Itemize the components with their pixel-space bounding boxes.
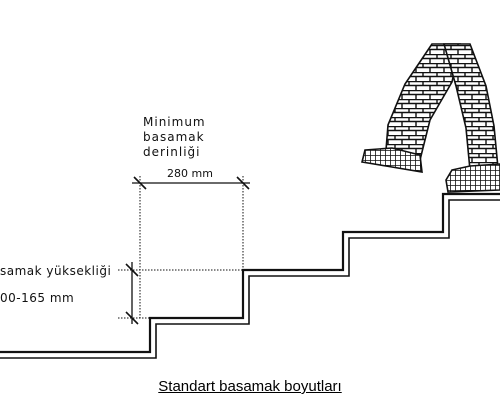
rear-shoe <box>361 147 423 173</box>
height-title-label: samak yüksekliği <box>0 264 111 278</box>
figure-caption-text: Standart basamak boyutları <box>158 378 342 395</box>
staircase-outer-line <box>0 192 500 354</box>
depth-dimension <box>132 176 250 318</box>
depth-title: Minimum basamak derinliği <box>143 115 206 159</box>
front-leg <box>442 43 499 171</box>
depth-title-line1: Minimum <box>143 115 206 129</box>
depth-title-line2: basamak <box>143 130 205 144</box>
figure-caption: Standart basamak boyutları <box>0 378 500 395</box>
staircase-profile <box>0 192 500 359</box>
height-value-label: 00-165 mm <box>0 291 74 305</box>
height-dimension <box>118 262 243 325</box>
walking-legs-illustration <box>361 43 500 193</box>
depth-value-label: 280 mm <box>167 167 213 180</box>
front-shoe <box>445 163 500 193</box>
staircase-inner-line <box>0 199 500 359</box>
depth-title-line3: derinliği <box>143 145 201 159</box>
